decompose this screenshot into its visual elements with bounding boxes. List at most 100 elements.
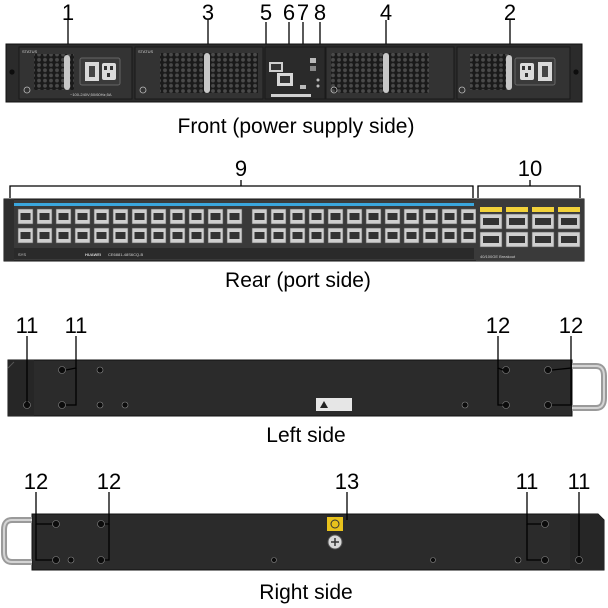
qsfp-port-cage (483, 236, 499, 243)
sfp-port-cage (444, 213, 455, 220)
sfp-port-cage (292, 213, 303, 220)
brand-label: HUAWEI (85, 252, 101, 257)
psu-status-label: STATUS (22, 49, 38, 54)
usb-port-7 (300, 85, 306, 89)
warning-label (316, 398, 352, 411)
indicator-8 (310, 58, 316, 63)
callout-12c: 12 (24, 469, 48, 494)
callout-9: 9 (235, 156, 247, 181)
psu-rating-label: ~100-240V;50/60Hz;5A (70, 92, 112, 97)
sfp-port-cage (77, 232, 88, 239)
sfp-port-cage (368, 213, 379, 220)
right-side-view: 12 12 13 11 11 (1, 469, 605, 604)
sfp-port-cage (349, 213, 360, 220)
sfp-port-cage (96, 213, 107, 220)
left-chassis (7, 359, 573, 417)
sfp-port-cage (191, 213, 202, 220)
sfp-port-cage (229, 232, 240, 239)
sfp-port-cage (153, 213, 164, 220)
fan-status-label: STATUS (138, 49, 154, 54)
sfp-port-cage (273, 213, 284, 220)
sfp-port-cage (172, 213, 183, 220)
qsfp-led (506, 207, 528, 212)
sfp-port-cage (368, 232, 379, 239)
qsfp-port-cage (535, 236, 551, 243)
caption-left: Left side (266, 424, 345, 447)
callout-11c: 11 (516, 469, 539, 494)
right-handle (1, 517, 32, 565)
sfp-port-cage (39, 232, 50, 239)
sfp-port-cage (330, 232, 341, 239)
sfp-port-cage (463, 232, 474, 239)
qsfp-port-group (479, 207, 581, 248)
sfp-port-cage (330, 213, 341, 220)
caption-right: Right side (259, 581, 352, 604)
callout-8: 8 (314, 0, 326, 25)
power-supply-1: STATUS ~100-240V;50/60Hz;5A (18, 46, 133, 100)
sfp-port-cage (96, 232, 107, 239)
sfp-port-cage (311, 232, 322, 239)
fan-screw (139, 86, 147, 94)
sfp-port-cage (153, 232, 164, 239)
ground-label (327, 517, 343, 531)
left-handle (572, 363, 607, 411)
qsfp-port-cage (483, 218, 499, 225)
management-panel (264, 46, 326, 100)
sfp-port-cage (406, 232, 417, 239)
fan-screw (330, 86, 338, 94)
qsfp-led (480, 207, 502, 212)
sfp-port-cage (172, 232, 183, 239)
rear-view: 9 10 SYS HUAWEI CE6881-48S6CQ-B 40/100GE… (3, 156, 585, 292)
sfp-port-cage (425, 213, 436, 220)
qsfp-port-cage (535, 218, 551, 225)
sfp-port-cage (58, 213, 69, 220)
qsfp-led (558, 207, 580, 212)
callout-7: 7 (297, 0, 309, 25)
sfp-port-cage (387, 232, 398, 239)
psu-screw (458, 86, 466, 94)
mount-hole (9, 69, 15, 75)
caption-rear: Rear (port side) (225, 269, 371, 292)
left-side-view: 11 11 12 12 (7, 313, 607, 447)
sfp-port-cage (463, 213, 474, 220)
mount-hole (573, 69, 579, 75)
qsfp-port-cage (561, 218, 577, 225)
sfp-port-cage (134, 213, 145, 220)
sfp-port-cage (229, 213, 240, 220)
sfp-port-cage (444, 232, 455, 239)
sfp-port-cage (20, 232, 31, 239)
callout-4: 4 (380, 0, 392, 25)
callout-11d: 11 (568, 469, 591, 494)
qsfp-port-cage (509, 236, 525, 243)
callout-6: 6 (283, 0, 295, 25)
sfp-port-cage (20, 213, 31, 220)
sfp-port-cage (115, 232, 126, 239)
sfp-port-cage (115, 213, 126, 220)
model-label: CE6881-48S6CQ-B (108, 252, 143, 257)
callout-11b: 11 (65, 313, 88, 338)
sfp-port-cage (134, 232, 145, 239)
callout-13: 13 (335, 469, 359, 494)
sfp-port-cage (387, 213, 398, 220)
callout-2: 2 (504, 0, 516, 25)
qsfp-port-cage (561, 236, 577, 243)
fan-module-3: STATUS (134, 46, 264, 100)
sfp-port-cage (292, 232, 303, 239)
qsfp-port-cage (509, 218, 525, 225)
caption-front: Front (power supply side) (178, 115, 415, 138)
callout-11a: 11 (16, 313, 39, 338)
sfp-port-cage (254, 213, 265, 220)
sfp-port-cage (273, 232, 284, 239)
callout-12a: 12 (486, 313, 510, 338)
psu-screw (23, 86, 31, 94)
sfp-port-cage (425, 232, 436, 239)
port-label-strip (271, 94, 311, 97)
sfp-port-cage (210, 232, 221, 239)
sfp-port-cage (349, 232, 360, 239)
callout-12d: 12 (97, 469, 121, 494)
sfp-port-cage (191, 232, 202, 239)
fan-module-4 (325, 46, 455, 100)
callout-10: 10 (518, 156, 542, 181)
rear-sys-label: SYS (18, 252, 26, 257)
